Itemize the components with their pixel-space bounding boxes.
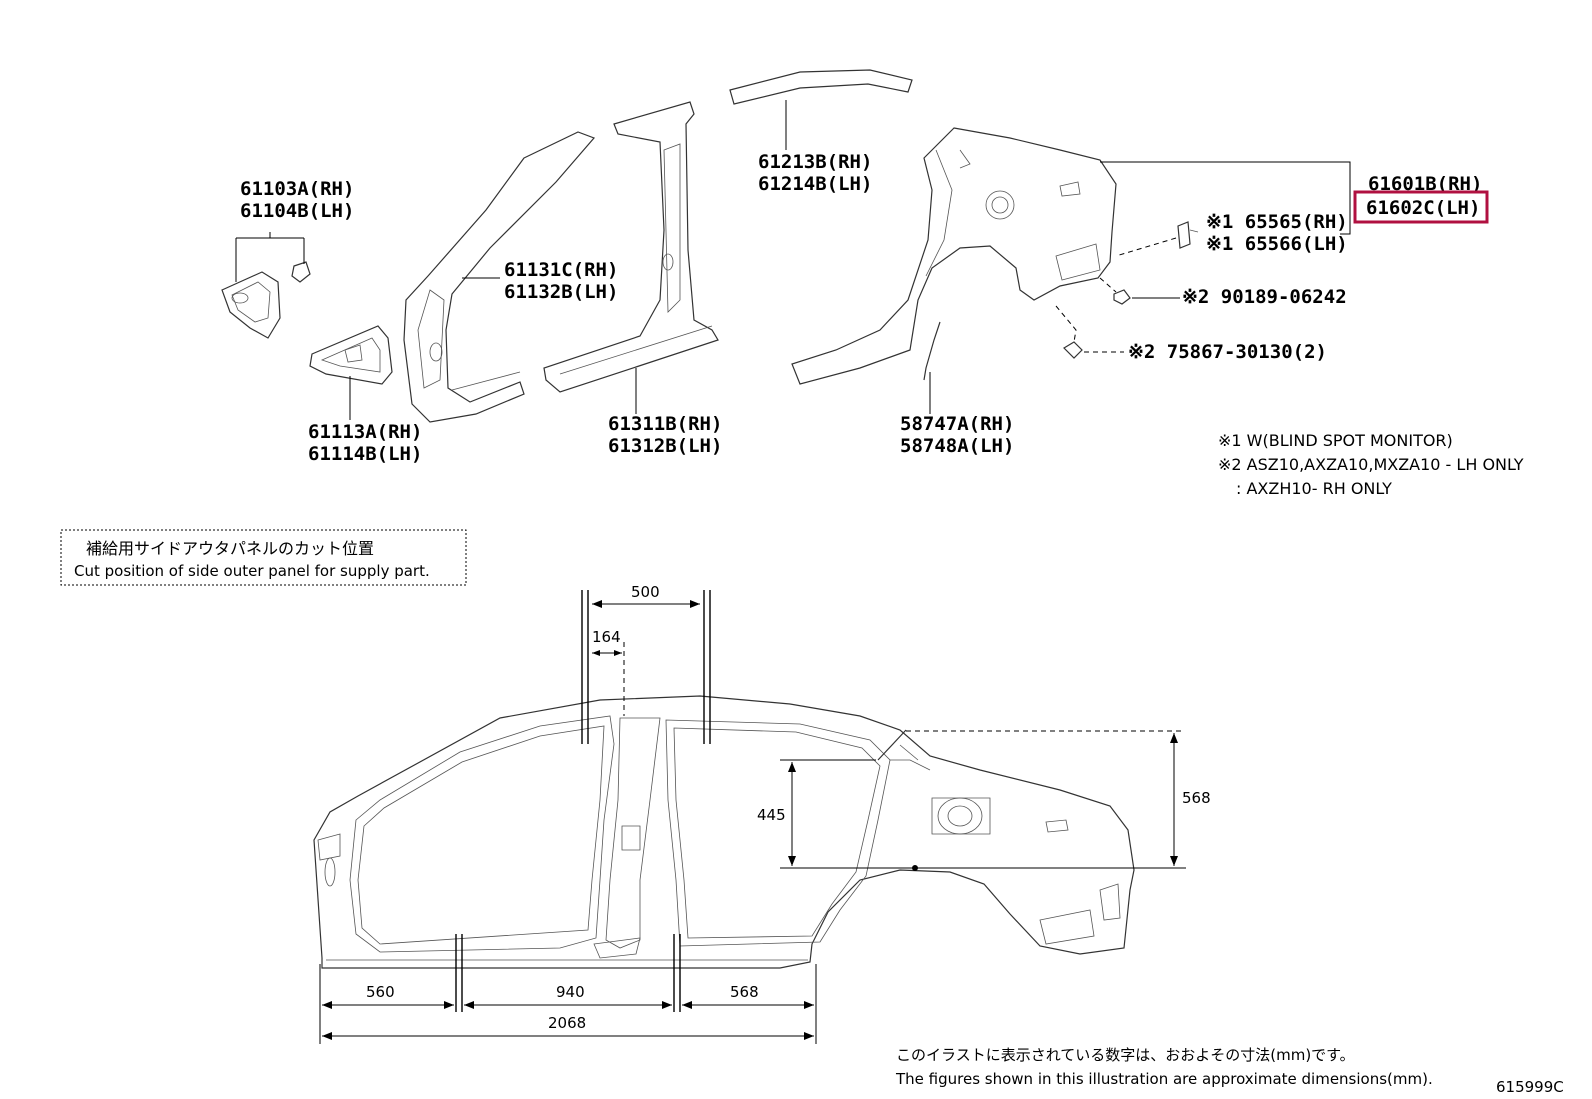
label-58748: 58748A(LH) (900, 435, 1014, 457)
part-61131-front-pillar (403, 131, 596, 423)
cut-line-quarter (877, 729, 907, 761)
part-61113-gusset (309, 325, 393, 385)
cut-position-box (60, 529, 467, 586)
dim-560: 560 (366, 983, 395, 1001)
dim-445: 445 (757, 806, 786, 824)
cut-bars-rocker (455, 934, 681, 1012)
label-61602: 61602C(LH) (1366, 197, 1480, 219)
part-61601-quarter-panel (791, 127, 1117, 385)
label-75867: ※2 75867-30130(2) (1128, 341, 1327, 363)
note-2: ※2 ASZ10,AXZA10,MXZA10 - LH ONLY (1218, 455, 1524, 474)
dim-500: 500 (631, 583, 660, 601)
label-61113: 61113A(RH) (308, 421, 422, 443)
leader-61601 (1100, 161, 1351, 235)
label-65565: ※1 65565(RH) (1206, 211, 1348, 233)
label-61311: 61311B(RH) (608, 413, 722, 435)
dim-940: 940 (556, 983, 585, 1001)
label-61104: 61104B(LH) (240, 200, 354, 222)
part-61213-roof-rail (729, 69, 913, 105)
label-61114: 61114B(LH) (308, 443, 422, 465)
note-1: ※1 W(BLIND SPOT MONITOR) (1218, 431, 1453, 450)
label-90189: ※2 90189-06242 (1182, 286, 1347, 308)
illustration-code: 615999C (1496, 1078, 1564, 1096)
label-61312: 61312B(LH) (608, 435, 722, 457)
cut-position-en: Cut position of side outer panel for sup… (74, 562, 430, 580)
label-61131: 61131C(RH) (504, 259, 618, 281)
part-90189-bolt (1113, 289, 1131, 305)
part-58747-strip (923, 321, 941, 381)
dim-extension-lines (319, 964, 817, 1044)
note-3: : AXZH10- RH ONLY (1236, 479, 1392, 498)
leader-65565 (1115, 237, 1177, 257)
leader-90189-dash (1099, 277, 1117, 293)
label-61103: 61103A(RH) (240, 178, 354, 200)
cut-bars-roof (581, 590, 711, 744)
dim-568v: 568 (1182, 789, 1211, 807)
dim-164-arrows (592, 650, 622, 656)
highlight-61602 (1353, 190, 1489, 224)
footer-en: The figures shown in this illustration a… (895, 1070, 1433, 1088)
dim-568h: 568 (730, 983, 759, 1001)
label-61601: 61601B(RH) (1368, 173, 1482, 195)
dim-2068: 2068 (548, 1014, 586, 1032)
cut-position-jp: 補給用サイドアウタパネルのカット位置 (86, 539, 374, 558)
footer-jp: このイラストに表示されている数字は、おおよその寸法(mm)です。 (896, 1046, 1355, 1064)
part-61103-bracket (221, 261, 311, 339)
part-61311-rocker (543, 101, 719, 393)
leader-75867-dash (1055, 305, 1077, 343)
label-61132: 61132B(LH) (504, 281, 618, 303)
side-outer-panel (313, 695, 1135, 969)
part-65565-bracket (1177, 221, 1199, 249)
label-61214: 61214B(LH) (758, 173, 872, 195)
leader-61103 (235, 232, 305, 282)
label-58747: 58747A(RH) (900, 413, 1014, 435)
dim-164: 164 (592, 628, 621, 646)
label-61213: 61213B(RH) (758, 151, 872, 173)
part-75867-clip (1063, 341, 1083, 359)
label-65566: ※1 65566(LH) (1206, 233, 1348, 255)
